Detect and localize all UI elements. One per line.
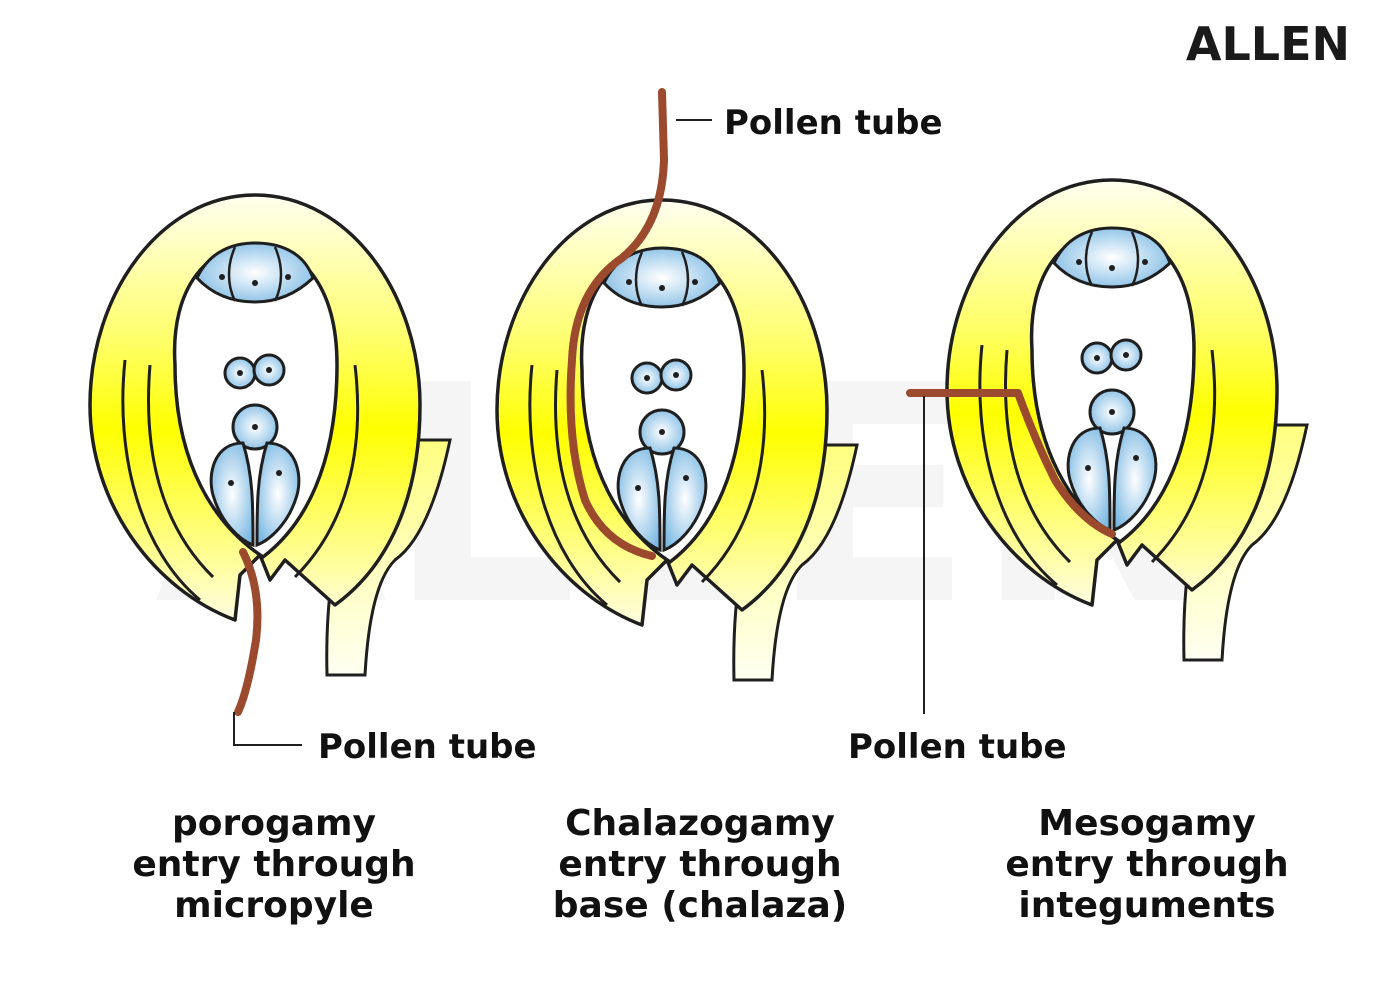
pollen-tube-porogamy: [234, 548, 262, 716]
caption-porogamy-line-1: porogamy: [172, 803, 376, 844]
pollen-tube-leader-1: [233, 712, 302, 746]
caption-mesogamy-line-3: integuments: [1018, 885, 1275, 926]
pollen-tube-label-1: Pollen tube: [318, 727, 537, 767]
caption-chalazogamy-line-2: entry through: [558, 844, 841, 885]
pollen-tube-label-3: Pollen tube: [848, 727, 1067, 767]
caption-porogamy-line-3: micropyle: [174, 885, 374, 926]
pollen-tube-mesogamy: [906, 389, 1116, 538]
caption-chalazogamy-line-1: Chalazogamy: [565, 803, 835, 844]
caption-chalazogamy-line-3: base (chalaza): [553, 885, 848, 926]
caption-mesogamy-line-2: entry through: [1005, 844, 1288, 885]
caption-chalazogamy: Chalazogamy entry through base (chalaza): [553, 803, 848, 926]
caption-mesogamy: Mesogamy entry through integuments: [1005, 803, 1288, 926]
pollen-tube-chalazogamy: [566, 88, 668, 560]
caption-porogamy: porogamy entry through micropyle: [132, 803, 415, 926]
pollen-tube-label-2: Pollen tube: [724, 103, 943, 143]
caption-mesogamy-line-1: Mesogamy: [1038, 803, 1255, 844]
allen-logo: ALLEN: [1186, 17, 1350, 71]
caption-porogamy-line-2: entry through: [132, 844, 415, 885]
